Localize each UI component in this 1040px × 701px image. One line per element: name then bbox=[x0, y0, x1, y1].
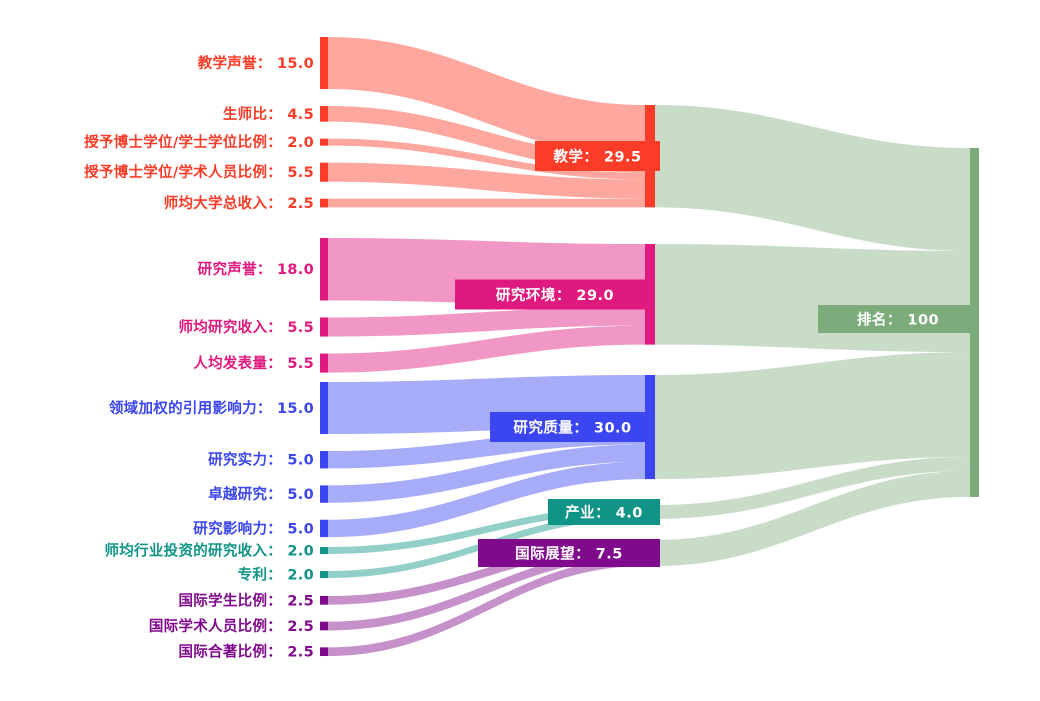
sankey-node-research_strength[interactable] bbox=[320, 451, 328, 469]
node-label-industry: 产业： 4.0 bbox=[565, 503, 643, 521]
source-label-patents: 专利： 2.0 bbox=[238, 566, 314, 584]
node-label-ranking: 排名： 100 bbox=[857, 311, 939, 329]
node-label-box-teaching bbox=[535, 141, 660, 172]
node-label-box-ranking bbox=[818, 305, 978, 333]
sankey-link bbox=[328, 306, 645, 337]
node-label-research_quality: 研究质量： 30.0 bbox=[513, 419, 631, 437]
source-label-doctorate_staff_ratio: 授予博士学位/学术人员比例： 5.5 bbox=[84, 163, 314, 181]
sankey-node-intl_coauthorship[interactable] bbox=[320, 647, 328, 657]
sankey-node-institutional_income[interactable] bbox=[320, 198, 328, 208]
node-label-research_env: 研究环境： 29.0 bbox=[496, 286, 614, 304]
sankey-link bbox=[655, 470, 970, 567]
source-label-research_excellence: 卓越研究： 5.0 bbox=[208, 485, 314, 503]
node-label-box-industry bbox=[548, 498, 660, 525]
source-label-research_influence: 研究影响力： 5.0 bbox=[193, 519, 314, 537]
sankey-link bbox=[655, 105, 970, 251]
sankey-link bbox=[328, 461, 645, 538]
source-label-institutional_income: 师均大学总收入： 2.5 bbox=[164, 194, 314, 212]
sankey-link bbox=[655, 456, 970, 519]
sankey-link bbox=[655, 244, 970, 353]
sankey-link bbox=[328, 557, 645, 657]
node-label-intl_outlook: 国际展望： 7.5 bbox=[515, 545, 623, 563]
sankey-node-patents[interactable] bbox=[320, 571, 328, 578]
sankey-node-industry_income[interactable] bbox=[320, 547, 328, 554]
node-label-box-research_env bbox=[455, 279, 655, 310]
sankey-node-student_staff_ratio[interactable] bbox=[320, 106, 328, 122]
sankey-node-teaching_reputation[interactable] bbox=[320, 37, 328, 90]
sankey-link bbox=[328, 325, 645, 373]
sankey-node-doctorate_bachelor_ratio[interactable] bbox=[320, 138, 328, 146]
sankey-link bbox=[655, 352, 970, 480]
sankey-node-citation_impact[interactable] bbox=[320, 382, 328, 435]
node-label-box-intl_outlook bbox=[478, 539, 660, 568]
sankey-node-research_influence[interactable] bbox=[320, 519, 328, 538]
sankey-link bbox=[328, 444, 645, 503]
source-label-research_reputation: 研究声誉： 18.0 bbox=[198, 260, 314, 278]
sankey-node-intl_students[interactable] bbox=[320, 596, 328, 605]
sankey-link bbox=[328, 162, 645, 199]
sankey-node-intl_staff[interactable] bbox=[320, 621, 328, 631]
node-label-teaching: 教学： 29.5 bbox=[552, 148, 641, 166]
source-label-student_staff_ratio: 生师比： 4.5 bbox=[223, 105, 314, 123]
source-label-doctorate_bachelor_ratio: 授予博士学位/学士学位比例： 2.0 bbox=[84, 133, 314, 151]
sankey-link bbox=[328, 540, 645, 605]
sankey-node-research_excellence[interactable] bbox=[320, 485, 328, 503]
source-label-intl_staff: 国际学术人员比例： 2.5 bbox=[149, 617, 314, 635]
source-label-intl_students: 国际学生比例： 2.5 bbox=[178, 591, 314, 609]
sankey-node-research_income[interactable] bbox=[320, 317, 328, 337]
sankey-link bbox=[328, 37, 645, 158]
source-label-research_income: 师均研究收入： 5.5 bbox=[178, 318, 314, 336]
source-label-research_strength: 研究实力： 5.0 bbox=[208, 451, 314, 469]
sankey-node-publications_per_staff[interactable] bbox=[320, 353, 328, 373]
sankey-link bbox=[328, 198, 645, 208]
sankey-link bbox=[328, 548, 645, 631]
node-label-box-research_quality bbox=[490, 412, 655, 443]
source-label-teaching_reputation: 教学声誉： 15.0 bbox=[197, 54, 314, 72]
source-label-intl_coauthorship: 国际合著比例： 2.5 bbox=[178, 643, 314, 661]
source-label-publications_per_staff: 人均发表量： 5.5 bbox=[193, 354, 314, 372]
source-label-citation_impact: 领域加权的引用影响力： 15.0 bbox=[109, 399, 314, 417]
sankey-node-research_reputation[interactable] bbox=[320, 238, 328, 301]
source-label-industry_income: 师均行业投资的研究收入： 2.0 bbox=[104, 542, 314, 560]
sankey-node-doctorate_staff_ratio[interactable] bbox=[320, 162, 328, 182]
